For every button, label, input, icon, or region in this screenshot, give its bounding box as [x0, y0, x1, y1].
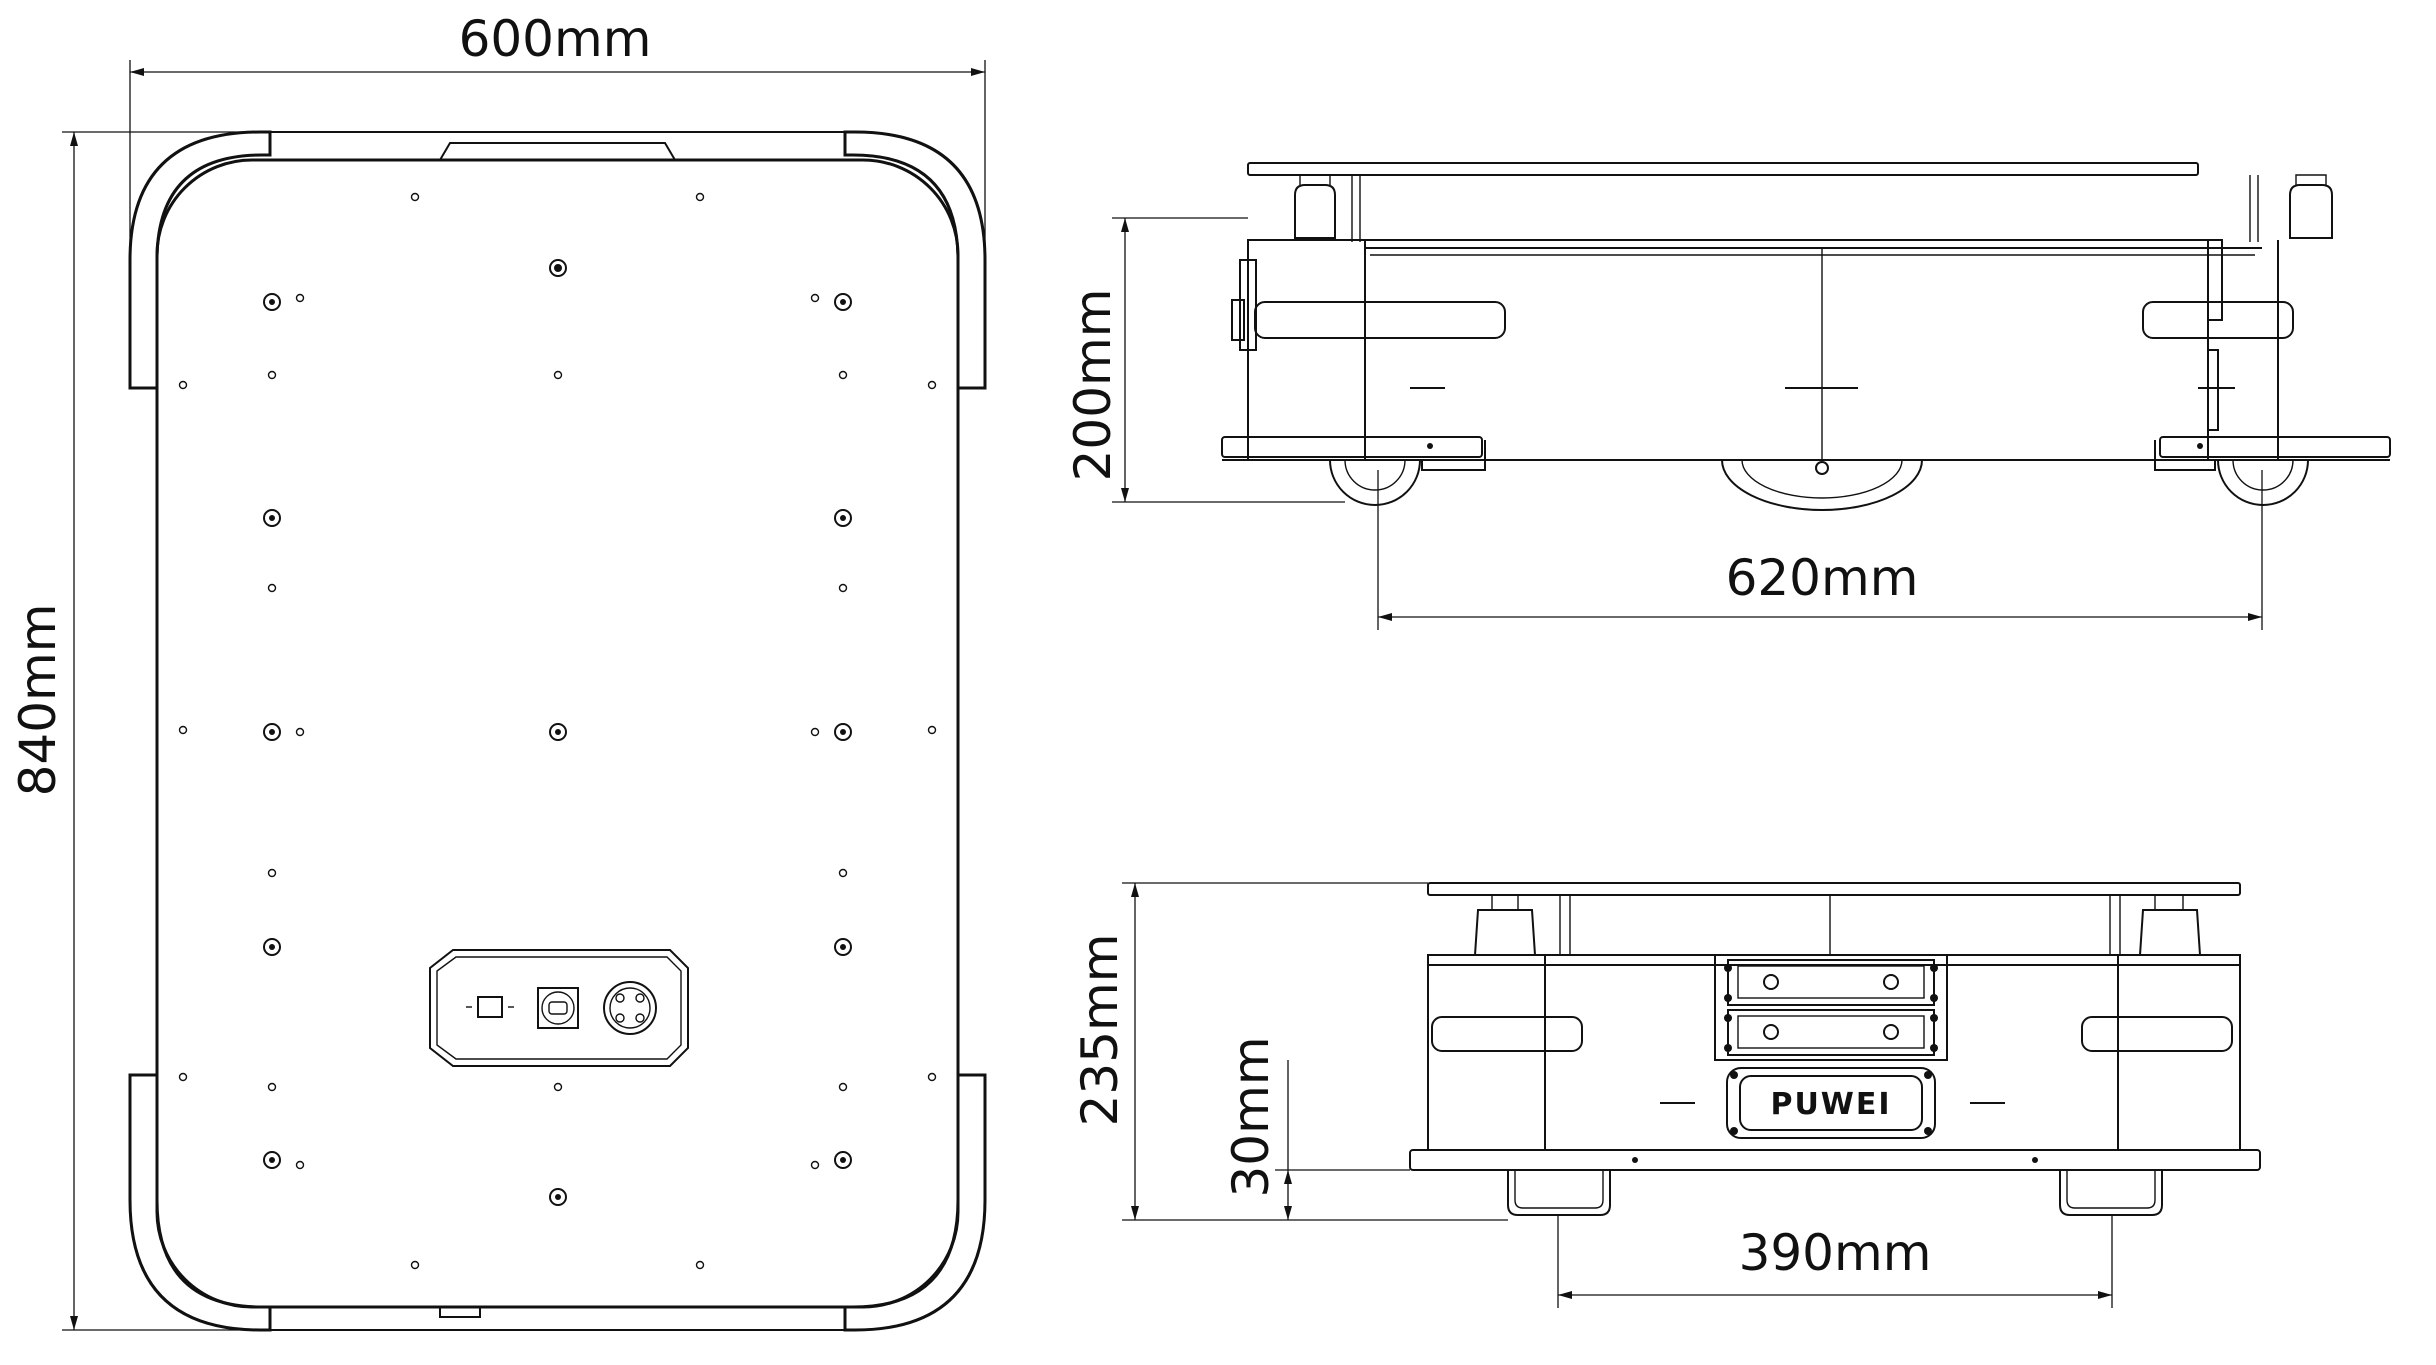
dimension-total-height: 235mm — [1071, 882, 1508, 1221]
caster-left — [1507, 1170, 1611, 1216]
dimension-length: 840mm — [9, 131, 265, 1331]
front-view: PUWEI 235mm 30mm — [1071, 882, 2261, 1308]
height-label: 200mm — [1064, 289, 1122, 482]
width-label: 600mm — [459, 10, 652, 68]
power-switch-icon — [537, 987, 579, 1029]
dimension-wheelbase: 620mm — [1377, 470, 2263, 630]
control-panel — [429, 949, 689, 1067]
wheelbase-label: 620mm — [1726, 549, 1919, 607]
caster-wheel-front — [1329, 459, 1421, 506]
brand-logo: PUWEI — [1726, 1067, 1936, 1139]
dimension-width: 600mm — [129, 10, 986, 245]
dimension-track: 390mm — [1557, 1215, 2113, 1308]
charging-connector-icon — [603, 981, 657, 1035]
network-port-icon — [477, 996, 503, 1018]
caster-right — [2059, 1170, 2163, 1216]
length-label: 840mm — [9, 604, 67, 797]
sensor-brackets — [1714, 954, 1948, 1061]
lift-plate — [1247, 162, 2199, 176]
track-label: 390mm — [1739, 1224, 1932, 1282]
total-height-label: 235mm — [1071, 934, 1129, 1127]
lift-plate-front — [1427, 882, 2241, 896]
side-view: 200mm 620mm — [1064, 162, 2391, 630]
caster-wheel-rear — [2217, 459, 2309, 506]
mounting-holes — [178, 192, 937, 1270]
dimension-height: 200mm — [1064, 217, 1345, 503]
top-view: 600mm 840mm — [9, 10, 987, 1332]
chassis-top — [155, 158, 960, 1309]
clearance-label: 30mm — [1222, 1036, 1280, 1197]
chassis-side — [1247, 239, 2209, 461]
logo-text: PUWEI — [1770, 1087, 1891, 1122]
dimension-clearance: 30mm — [1222, 1036, 1410, 1220]
drive-wheel — [1721, 459, 1923, 511]
top-bumper — [128, 130, 272, 390]
